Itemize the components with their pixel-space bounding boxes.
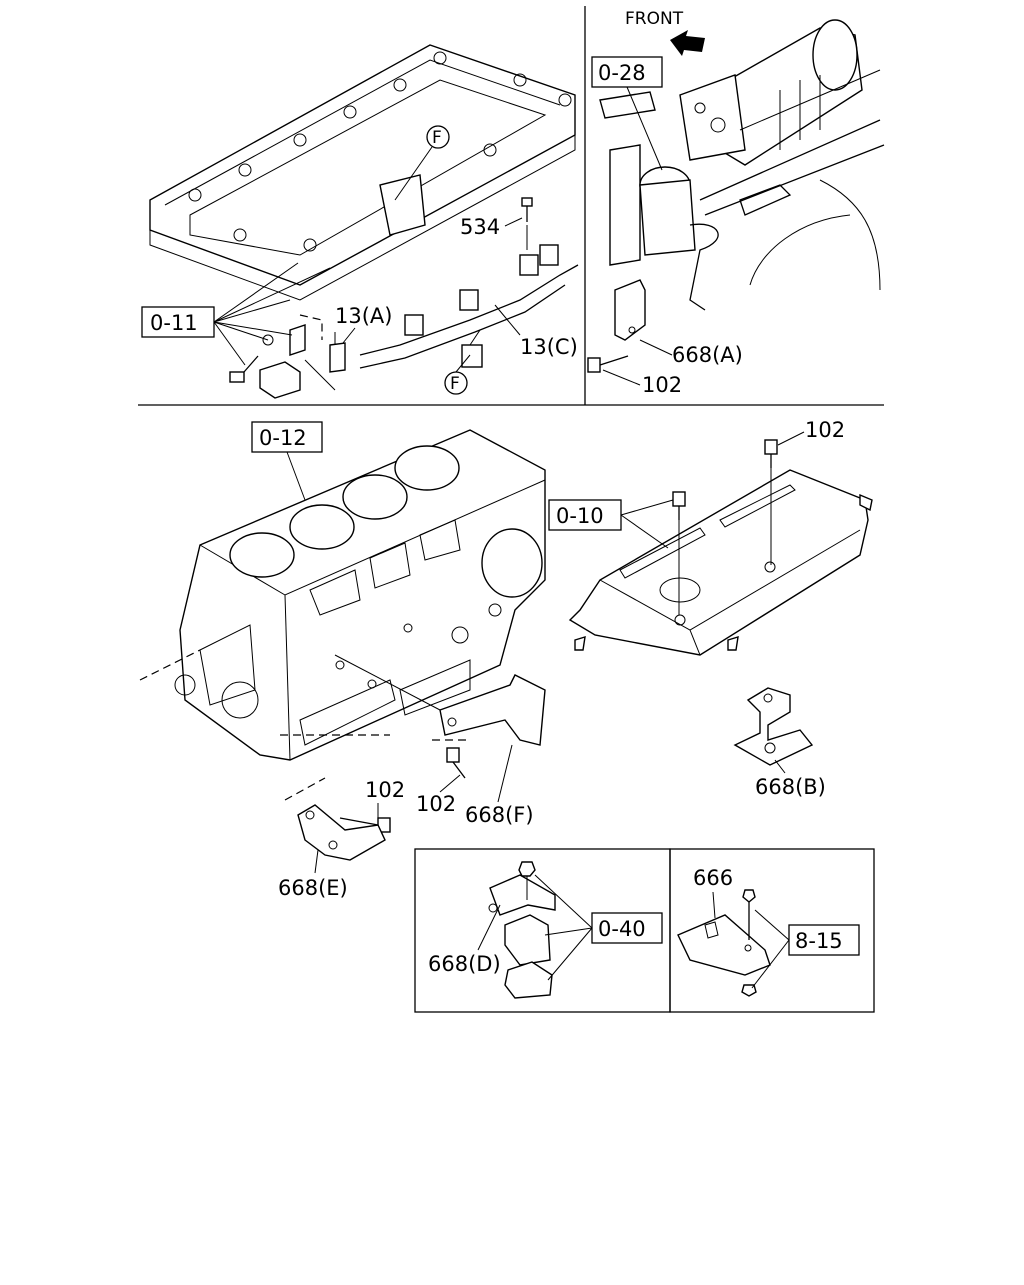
callout-box-0-28: 0-28	[591, 56, 663, 171]
callout-box-0-10: 0-10	[548, 499, 674, 549]
box-label-0-28: 0-28	[598, 61, 646, 85]
bolt-102-mid: 102	[416, 739, 470, 816]
engine-front-assembly	[599, 19, 885, 311]
oil-pan-frame	[149, 44, 576, 301]
label-102-mid: 102	[416, 792, 456, 816]
marker-f-top-label: F	[432, 128, 442, 148]
label-13a: 13(A)	[335, 304, 392, 328]
sensor-13a: 13(A)	[329, 304, 392, 373]
bracket-668a: 668(A)	[614, 279, 743, 367]
bracket-0-11-parts	[229, 314, 336, 399]
marker-f-top: F	[394, 125, 450, 201]
label-13c: 13(C)	[520, 335, 578, 359]
label-668a: 668(A)	[672, 343, 743, 367]
callout-box-0-12: 0-12	[251, 421, 323, 501]
bolt-0-10	[672, 491, 686, 615]
bolt-102-low: 102	[339, 778, 405, 833]
cylinder-block	[139, 429, 546, 761]
bracket-668e: 668(E)	[278, 777, 386, 900]
bolt-102-right: 102	[764, 418, 845, 565]
label-668f: 668(F)	[465, 803, 534, 827]
bracket-668b: 668(B)	[733, 687, 826, 799]
wiring-harness	[359, 244, 579, 369]
box-label-0-11: 0-11	[150, 311, 198, 335]
label-668b: 668(B)	[755, 775, 826, 799]
label-102-right: 102	[805, 418, 845, 442]
callout-box-8-15: 8-15	[751, 909, 860, 989]
label-666: 666	[693, 866, 733, 890]
label-102-top: 102	[642, 373, 682, 397]
label-102-low: 102	[365, 778, 405, 802]
marker-f-bottom: F	[444, 354, 471, 395]
box-label-0-12: 0-12	[259, 426, 307, 450]
label-668e: 668(E)	[278, 876, 348, 900]
callout-box-0-40: 0-40	[534, 874, 663, 981]
bolt-102-top: 102	[587, 355, 682, 397]
label-668d: 668(D)	[428, 952, 501, 976]
front-label: FRONT	[625, 9, 684, 29]
bolt-534: 534	[460, 197, 533, 250]
label-13c-group: 13(C)	[494, 304, 578, 359]
marker-f-bottom-label: F	[450, 374, 460, 394]
box-label-0-40: 0-40	[598, 917, 646, 941]
front-arrow-icon	[670, 30, 705, 56]
callout-box-0-11: 0-11	[141, 262, 331, 366]
box-label-0-10: 0-10	[556, 504, 604, 528]
label-534: 534	[460, 215, 500, 239]
lower-plate	[568, 469, 873, 656]
front-indicator: FRONT	[625, 9, 705, 56]
inset-right: 666	[669, 848, 875, 1013]
bracket-668f: 668(F)	[334, 654, 546, 827]
box-label-8-15: 8-15	[795, 929, 843, 953]
